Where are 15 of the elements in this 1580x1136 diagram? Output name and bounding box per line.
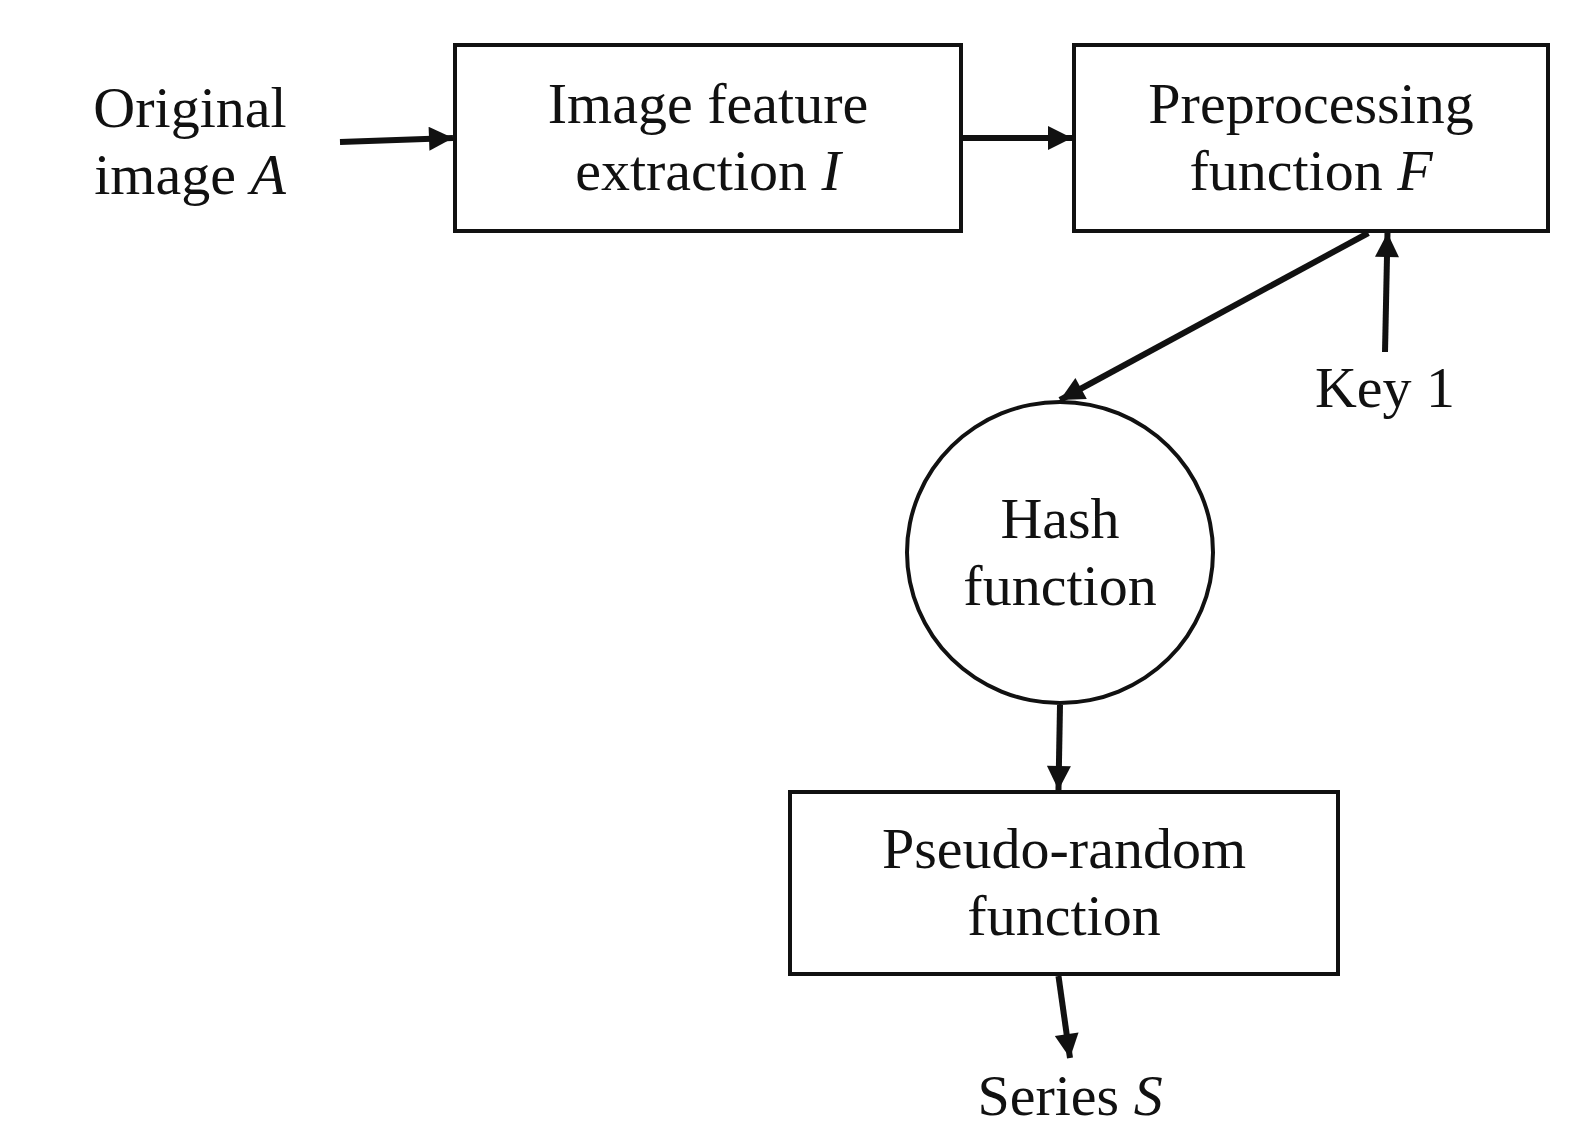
process-box bbox=[453, 43, 963, 233]
text-label: Original image A bbox=[92, 75, 288, 209]
arrow bbox=[339, 126, 454, 151]
arrow bbox=[963, 126, 1072, 150]
process-box bbox=[1072, 43, 1550, 233]
process-box bbox=[788, 790, 1340, 976]
node-label: Hash function bbox=[962, 485, 1158, 620]
arrow bbox=[1054, 975, 1079, 1059]
text-label: Series S bbox=[977, 1062, 1163, 1130]
arrow bbox=[1375, 232, 1399, 353]
node-label: Preprocessing function F bbox=[1147, 71, 1475, 205]
arrow bbox=[1046, 704, 1071, 791]
node-label: Pseudo-random function bbox=[880, 816, 1248, 950]
node-label: Image feature extraction I bbox=[546, 71, 870, 205]
text-label: Key 1 bbox=[1314, 354, 1456, 422]
